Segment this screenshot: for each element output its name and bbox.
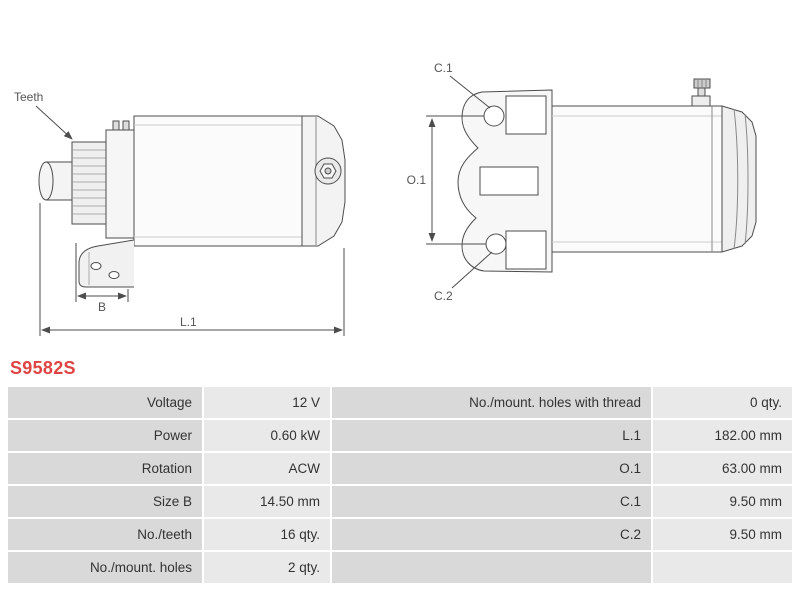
spec-value: 182.00 mm (653, 420, 792, 451)
starter-motor-drawing: Teeth B L.1 (14, 61, 757, 336)
spec-label: No./mount. holes (8, 552, 202, 583)
spec-value: 16 qty. (204, 519, 330, 550)
spec-value: 9.50 mm (653, 519, 792, 550)
spec-value: 0 qty. (653, 387, 792, 418)
spec-label: C.2 (332, 519, 651, 550)
spec-label: Voltage (8, 387, 202, 418)
teeth-label: Teeth (14, 90, 43, 104)
spec-value: 9.50 mm (653, 486, 792, 517)
end-cap-right (721, 105, 757, 253)
c1-callout: C.1 (434, 61, 491, 109)
part-number: S9582S (10, 358, 76, 378)
spec-value: 14.50 mm (204, 486, 330, 517)
c2-label: C.2 (434, 289, 453, 303)
spec-label: Size B (8, 486, 202, 517)
spec-label: C.1 (332, 486, 651, 517)
c2-callout: C.2 (434, 251, 493, 303)
motor-body-right (551, 105, 723, 253)
motor-side-view (38, 115, 346, 288)
c1-label: C.1 (434, 61, 453, 75)
terminal-stud (691, 78, 711, 107)
spec-value: ACW (204, 453, 330, 484)
shaft (38, 161, 75, 201)
flange-slot-top (505, 95, 547, 135)
spec-label: No./mount. holes with thread (332, 387, 651, 418)
spec-value: 2 qty. (204, 552, 330, 583)
spec-value: 63.00 mm (653, 453, 792, 484)
end-cap (301, 115, 346, 247)
product-diagram: Teeth B L.1 (14, 61, 757, 336)
spec-label (332, 552, 651, 583)
pinion-gear (71, 141, 107, 225)
teeth-callout: Teeth (14, 90, 73, 140)
mounting-hole-bottom (485, 233, 507, 255)
spec-label: Rotation (8, 453, 202, 484)
motor-flange-view (457, 78, 757, 273)
motor-body (133, 115, 303, 247)
spec-label: L.1 (332, 420, 651, 451)
dimension-l1-label: L.1 (180, 315, 197, 329)
spec-value: 12 V (204, 387, 330, 418)
mounting-bracket (78, 239, 135, 288)
mounting-hole-top (483, 105, 505, 127)
spec-value: 0.60 kW (204, 420, 330, 451)
spec-label: Power (8, 420, 202, 451)
dimension-l1: L.1 (39, 203, 345, 336)
dimension-o1: O.1 (407, 115, 486, 245)
dimension-b-label: B (98, 300, 106, 314)
flange-slot-bottom (505, 230, 547, 270)
flange-window (479, 166, 539, 196)
spec-label: No./teeth (8, 519, 202, 550)
front-housing (105, 120, 135, 239)
spec-table: Voltage 12 V No./mount. holes with threa… (8, 387, 792, 583)
spec-label: O.1 (332, 453, 651, 484)
dimension-o1-label: O.1 (407, 173, 427, 187)
dimension-b: B (75, 243, 129, 314)
spec-value (653, 552, 792, 583)
